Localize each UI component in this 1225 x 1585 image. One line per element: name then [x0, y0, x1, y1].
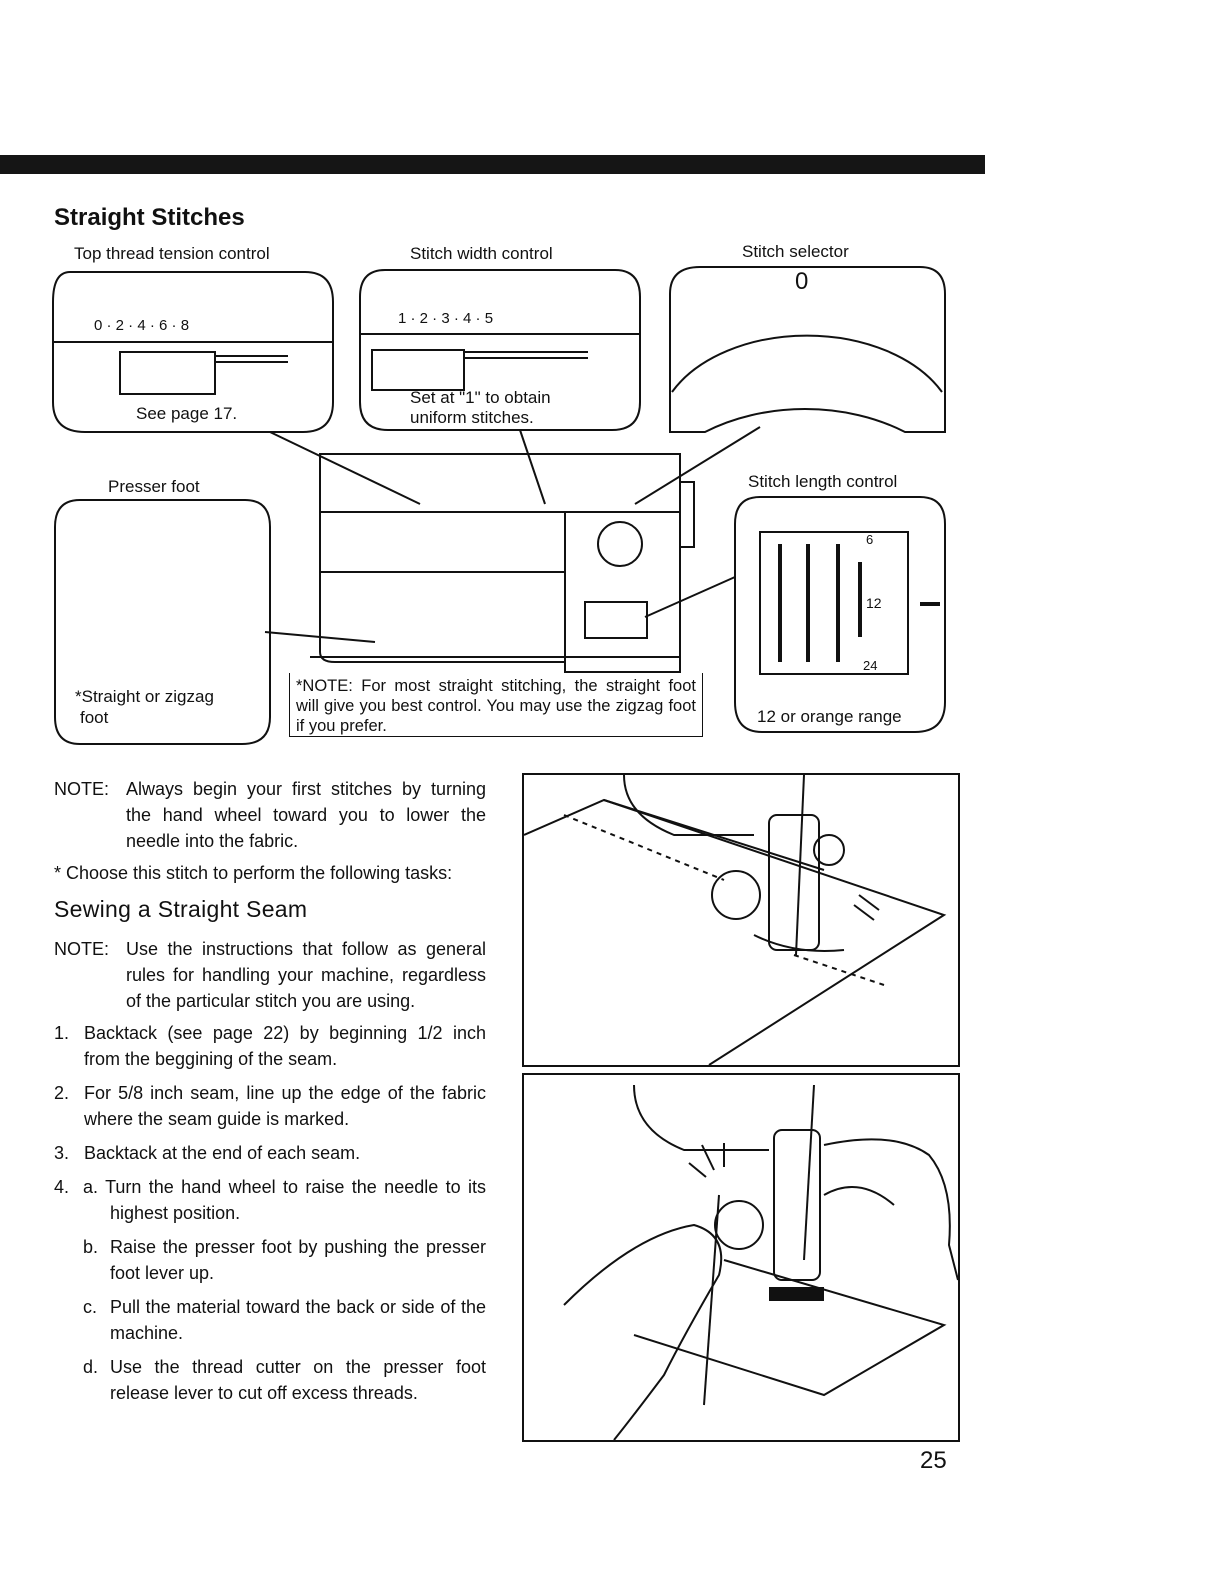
left-hand: [563, 1223, 723, 1441]
step-4c: c. Pull the material toward the back or s…: [54, 1294, 486, 1346]
length-number-12: 12: [866, 595, 882, 611]
machine-arm: [319, 572, 566, 663]
selector-label: Stitch selector: [742, 242, 849, 261]
step-text: Backtack (see page 22) by beginning 1/2 …: [84, 1023, 486, 1069]
step-number: 4.: [54, 1177, 70, 1197]
thread-knob: [711, 870, 761, 920]
step-number: 1.: [54, 1023, 70, 1043]
substep-letter: c.: [83, 1297, 98, 1317]
note-label: NOTE:: [54, 779, 110, 799]
width-note-line2: uniform stitches.: [410, 408, 534, 427]
note-label: NOTE:: [54, 939, 110, 959]
selector-bubble: [669, 266, 946, 433]
fabric-outline: [633, 1259, 947, 1397]
presser-note-line2: foot: [80, 708, 109, 727]
step-text: Backtack at the end of each seam.: [84, 1143, 361, 1163]
machine-front-panel: [564, 511, 681, 673]
header-rule: [0, 155, 985, 174]
step-2: 2. For 5/8 inch seam, line up the edge of…: [54, 1080, 486, 1132]
note-general-rules: NOTE: Use the instructions that follow as…: [54, 936, 486, 1014]
length-scale: [759, 531, 909, 675]
substep-letter: d.: [83, 1357, 99, 1377]
sewing-illustration-art: [523, 774, 947, 1066]
section-title: Straight Stitches: [54, 204, 245, 231]
length-label: Stitch length control: [748, 472, 898, 491]
step-text: For 5/8 inch seam, line up the edge of t…: [84, 1083, 486, 1129]
thread-cutting-illustration-art: [563, 1084, 959, 1441]
note-text: Use the instructions that follow as gene…: [126, 939, 486, 1011]
page-number: 25: [920, 1447, 947, 1474]
width-note-line1: Set at "1" to obtain: [410, 388, 551, 407]
machine-window: [584, 601, 648, 639]
width-slider-knob: [371, 349, 465, 391]
length-note: 12 or orange range: [757, 707, 902, 726]
tension-bubble: [52, 271, 334, 433]
note-text: Always begin your first stitches by turn…: [126, 779, 486, 851]
step-4a: 4. a. Turn the hand wheel to raise the ne…: [54, 1174, 486, 1226]
machine-arm-line: [633, 1084, 769, 1151]
presser-foot: [773, 1129, 821, 1281]
width-label: Stitch width control: [410, 244, 553, 263]
step-4b: b. Raise the presser foot by pushing the …: [54, 1234, 486, 1286]
tension-slider-knob: [119, 351, 216, 395]
thread-strand: [703, 1194, 720, 1406]
thread-cutting-illustration: [522, 1073, 960, 1442]
step-1: 1. Backtack (see page 22) by beginning 1/…: [54, 1020, 486, 1072]
selector-mark: 0: [795, 268, 809, 295]
machine-diagram: Top thread tension control 0 · 2 · 4 · 6…: [0, 232, 1225, 762]
instructions: NOTE: Always begin your first stitches by…: [54, 776, 486, 1414]
width-scale: 1 · 2 · 3 · 4 · 5: [398, 310, 494, 327]
presser-thumb-screw: [813, 834, 845, 866]
tension-note: See page 17.: [136, 404, 238, 423]
step-text: a. Turn the hand wheel to raise the need…: [83, 1177, 486, 1223]
tension-label: Top thread tension control: [74, 244, 270, 263]
hand-wheel: [679, 481, 695, 548]
right-hand: [823, 1138, 959, 1281]
substep-letter: b.: [83, 1237, 99, 1257]
step-3: 3. Backtack at the end of each seam.: [54, 1140, 486, 1166]
inline-note: *NOTE: For most straight stitching, the …: [289, 673, 703, 737]
length-bubble: [734, 496, 946, 733]
length-number-6: 6: [866, 532, 874, 547]
step-number: 3.: [54, 1143, 70, 1163]
sewing-illustration: [522, 773, 960, 1067]
stitch-line: [769, 1287, 824, 1301]
presser-foot: [768, 814, 820, 951]
needle: [795, 774, 805, 956]
presser-note-line1: *Straight or zigzag: [75, 687, 214, 706]
width-bubble: [359, 269, 641, 431]
fabric-outline: [523, 798, 947, 1066]
substep-text: Raise the presser foot by pushing the pr…: [110, 1237, 486, 1283]
note-begin-stitches: NOTE: Always begin your first stitches by…: [54, 776, 486, 854]
substep-text: Use the thread cutter on the presser foo…: [110, 1357, 486, 1403]
machine-dial: [597, 521, 643, 567]
seam-line: [563, 814, 725, 881]
presser-label: Presser foot: [108, 477, 200, 496]
presser-bubble: [54, 499, 271, 745]
thread-knob: [714, 1200, 764, 1250]
subheading: Sewing a Straight Seam: [54, 896, 308, 922]
length-number-24: 24: [863, 658, 878, 673]
substep-text: Pull the material toward the back or sid…: [110, 1297, 486, 1343]
machine-diagram-art: [52, 266, 946, 745]
star-note: * Choose this stitch to perform the foll…: [54, 863, 453, 883]
step-4d: d. Use the thread cutter on the presser f…: [54, 1354, 486, 1406]
tension-scale: 0 · 2 · 4 · 6 · 8: [94, 317, 190, 334]
seam-line: [793, 954, 885, 986]
needle: [803, 1084, 815, 1261]
step-number: 2.: [54, 1083, 70, 1103]
